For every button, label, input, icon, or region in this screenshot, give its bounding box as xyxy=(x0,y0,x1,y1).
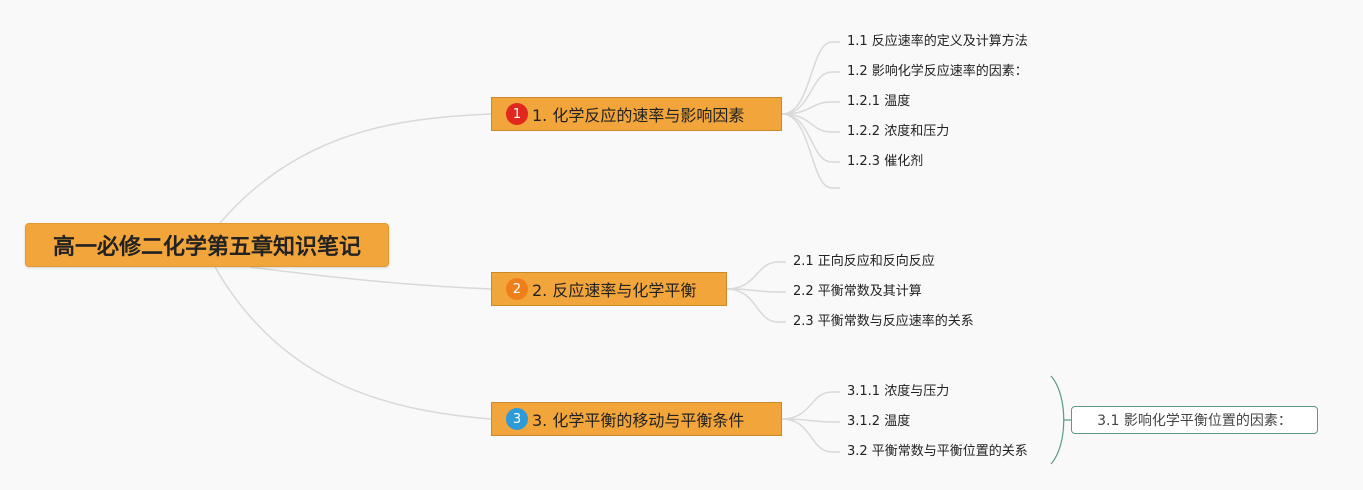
subtopic-1-2-2[interactable]: 1.2.2 浓度和压力 xyxy=(847,124,950,139)
connector-root-branch-2 xyxy=(249,266,492,290)
subtopic-1-2-1[interactable]: 1.2.1 温度 xyxy=(847,94,911,109)
summary-topic[interactable]: 3.1 影响化学平衡位置的因素： xyxy=(1071,406,1318,434)
branch-label: 2. 反应速率与化学平衡 xyxy=(532,281,697,300)
connector-subtopic-1-1 xyxy=(781,71,840,115)
subtopic-1-2[interactable]: 1.2 影响化学反应速率的因素： xyxy=(847,64,1028,79)
subtopic-1-1[interactable]: 1.1 反应速率的定义及计算方法 xyxy=(847,34,1028,49)
branch-topic-1[interactable]: 1 1. 化学反应的速率与影响因素 xyxy=(491,97,782,131)
branch-label: 1. 化学反应的速率与影响因素 xyxy=(532,106,745,125)
connector-subtopic-3-0 xyxy=(781,391,840,420)
priority-2-icon: 2 xyxy=(506,278,528,300)
subtopic-3-1-2[interactable]: 3.1.2 温度 xyxy=(847,414,911,429)
priority-3-icon: 3 xyxy=(506,408,528,430)
connector-root-branch-1 xyxy=(219,113,492,224)
connector-subtopic-2-2 xyxy=(726,288,786,323)
subtopic-2-1[interactable]: 2.1 正向反应和反向反应 xyxy=(793,254,935,269)
connector-subtopic-3-1 xyxy=(781,418,840,423)
connector-subtopic-3-2 xyxy=(781,418,840,453)
subtopic-3-1-1[interactable]: 3.1.1 浓度与压力 xyxy=(847,384,950,399)
subtopic-2-2[interactable]: 2.2 平衡常数及其计算 xyxy=(793,284,922,299)
connector-root-branch-3 xyxy=(214,266,492,420)
subtopic-1-2-3[interactable]: 1.2.3 催化剂 xyxy=(847,154,924,169)
branch-topic-2[interactable]: 2 2. 反应速率与化学平衡 xyxy=(491,272,727,306)
summary-brace xyxy=(1050,375,1065,465)
branch-topic-3[interactable]: 3 3. 化学平衡的移动与平衡条件 xyxy=(491,402,782,436)
subtopic-2-3[interactable]: 2.3 平衡常数与反应速率的关系 xyxy=(793,314,974,329)
connector-subtopic-1-3 xyxy=(781,113,840,133)
connector-subtopic-2-1 xyxy=(726,288,786,293)
connector-subtopic-1-0 xyxy=(781,41,840,115)
subtopic-1-empty[interactable] xyxy=(847,181,887,197)
connector-subtopic-1-5 xyxy=(781,113,840,189)
connector-subtopic-1-2 xyxy=(781,101,840,115)
subtopic-3-2[interactable]: 3.2 平衡常数与平衡位置的关系 xyxy=(847,444,1028,459)
priority-1-icon: 1 xyxy=(506,103,528,125)
branch-label: 3. 化学平衡的移动与平衡条件 xyxy=(532,411,745,430)
root-topic[interactable]: 高一必修二化学第五章知识笔记 xyxy=(25,223,389,267)
connector-subtopic-2-0 xyxy=(726,261,786,290)
